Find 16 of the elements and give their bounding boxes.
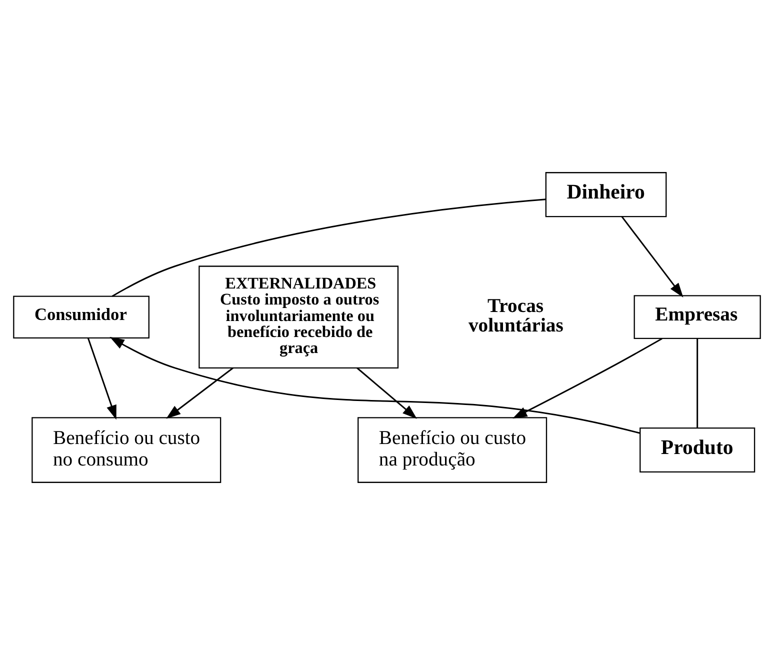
arrow	[166, 366, 233, 418]
arrow	[620, 216, 683, 297]
arrow	[356, 366, 416, 418]
node-box: Benefício ou custo na produção	[357, 416, 547, 482]
arrow	[109, 336, 640, 434]
node-box: Dinheiro	[544, 172, 666, 217]
arrow	[86, 337, 116, 420]
connector	[696, 338, 698, 428]
node-box: Empresas	[633, 294, 760, 339]
node-box: Produto	[639, 426, 755, 472]
arrow	[512, 337, 662, 418]
node-box: Benefício ou custo no consumo	[31, 416, 221, 482]
node-box: Consumidor	[12, 295, 149, 338]
node-box: EXTERNALIDADES Custo imposto a outros involuntariamente ou benefício recebido de graça	[198, 265, 398, 368]
label: Trocas voluntárias	[468, 294, 563, 336]
connector	[111, 198, 546, 296]
